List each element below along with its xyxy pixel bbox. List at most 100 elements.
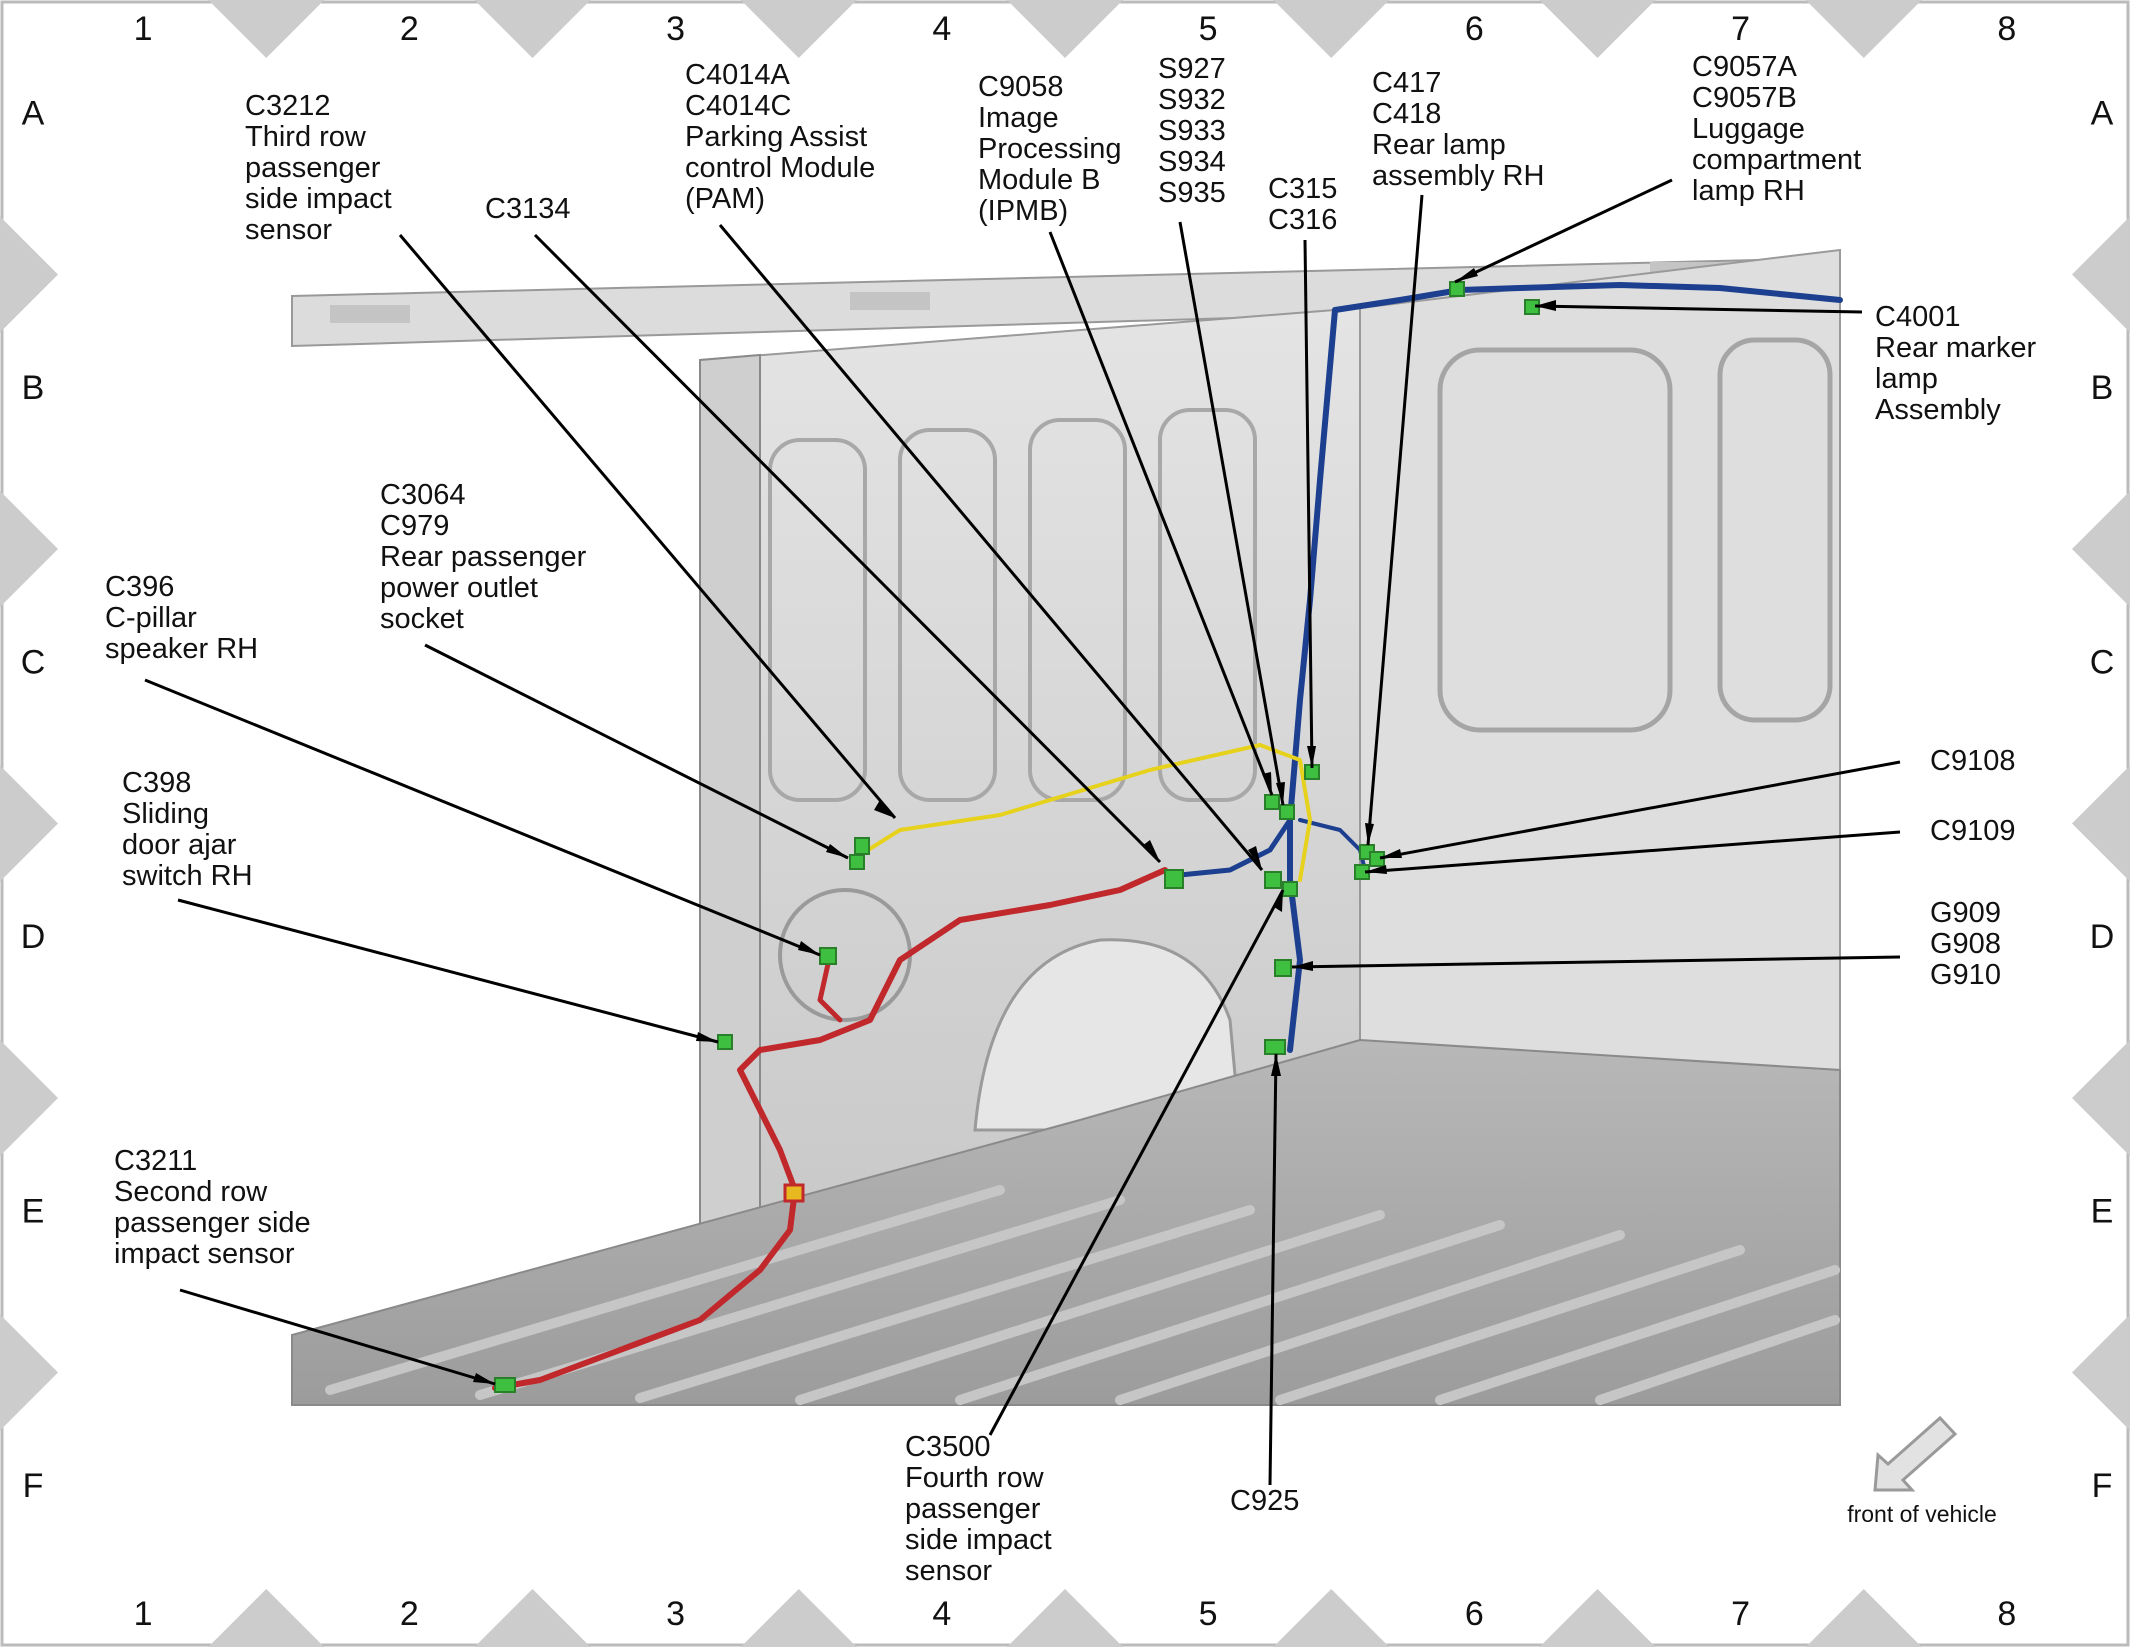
frame-diamond — [0, 765, 58, 882]
callout-line: passenger side — [114, 1207, 311, 1239]
connector-c9058 — [1264, 794, 1280, 810]
callout-line: S933 — [1158, 115, 1226, 147]
leader-c315 — [1303, 239, 1314, 769]
connector-c3500 — [1282, 881, 1298, 897]
harness-red — [817, 952, 843, 1023]
callout-line: C9109 — [1930, 815, 2015, 847]
grid-column-label-bottom: 5 — [1199, 1595, 1218, 1633]
callout-line: S927 — [1158, 53, 1226, 85]
callout-line: passenger — [245, 152, 381, 184]
grid-row-label-right: C — [2090, 643, 2115, 681]
callout-line: compartment — [1692, 144, 1861, 176]
callout-line: control Module — [685, 152, 875, 184]
arrowhead — [1292, 961, 1313, 971]
callout-line: C315 — [1268, 173, 1337, 205]
arrowhead — [1365, 865, 1387, 874]
frame-diamond — [0, 1040, 58, 1156]
grid-row-label-right: A — [2091, 94, 2114, 132]
rear-door-window — [1717, 337, 1833, 723]
wheel-housing — [973, 938, 1242, 1132]
callout-line: Module B — [978, 164, 1101, 196]
grid-column-label-bottom: 2 — [400, 1595, 419, 1633]
callout-line: Sliding — [122, 798, 209, 830]
frame-diamond — [0, 216, 58, 333]
roof-rail-slot — [330, 305, 410, 323]
grid-row-label-left: B — [22, 369, 45, 407]
connector-g909 — [1274, 959, 1292, 977]
frame-diamond — [2072, 216, 2130, 333]
leader-c9109 — [1364, 830, 1901, 874]
leader-c3500 — [988, 889, 1285, 1436]
frame-diamond — [2072, 491, 2130, 607]
callout-line: speaker RH — [105, 633, 258, 665]
connector-c9057 — [1449, 281, 1465, 297]
frame-diamond — [0, 1314, 58, 1431]
leader-c3212 — [398, 234, 897, 819]
arrowhead — [874, 800, 895, 818]
grid-row-label-right: F — [2092, 1467, 2113, 1505]
callout-c9109: C9109 — [1930, 815, 2015, 847]
frame-diamond — [740, 0, 857, 58]
connector-c3064 — [849, 854, 865, 870]
frame-diamond — [1539, 0, 1656, 58]
grid-row-label-left: C — [21, 643, 46, 681]
callout-line: lamp — [1875, 363, 1938, 395]
callout-line: assembly RH — [1372, 160, 1544, 192]
callout-line: G910 — [1930, 959, 2001, 991]
grid-row-label-right: B — [2091, 369, 2114, 407]
callout-line: sensor — [245, 214, 332, 246]
callout-line: C9108 — [1930, 745, 2015, 777]
harness-yellow — [858, 743, 1312, 882]
front-of-vehicle-arrow-icon — [1873, 1415, 1958, 1492]
frame-diamond — [1539, 1589, 1656, 1647]
connector-c925 — [1264, 1039, 1286, 1055]
connectors — [494, 281, 1540, 1393]
callout-c9108: C9108 — [1930, 745, 2015, 777]
callout-line: Processing — [978, 133, 1121, 165]
callout-line: Second row — [114, 1176, 268, 1208]
grid-column-label-top: 5 — [1199, 10, 1218, 48]
connector-c4014 — [1264, 871, 1282, 889]
leader-c3134 — [533, 233, 1162, 864]
frame-diamond — [1273, 0, 1390, 58]
frame-diamond — [2072, 765, 2130, 882]
leader-c9108 — [1379, 760, 1901, 860]
callout-line: C3064 — [380, 479, 465, 511]
grid-row-label-left: D — [21, 918, 46, 956]
callout-line: impact sensor — [114, 1238, 295, 1270]
connector-red-c3211-pillar — [783, 1183, 805, 1203]
callout-line: C316 — [1268, 204, 1337, 236]
grid-column-label-bottom: 1 — [134, 1595, 153, 1633]
callout-line: socket — [380, 603, 464, 635]
callout-line: S935 — [1158, 177, 1226, 209]
harness-red — [492, 867, 1168, 1391]
callout-c3134: C3134 — [485, 193, 570, 225]
callout-line: C417 — [1372, 67, 1441, 99]
callout-line: C396 — [105, 571, 174, 603]
leader-g909 — [1291, 955, 1901, 969]
connector-c3211 — [494, 1377, 516, 1393]
leader-c4014 — [718, 224, 1264, 871]
arrowhead — [1271, 1054, 1281, 1076]
harness-blue — [1177, 817, 1293, 878]
callout-c925: C925 — [1230, 1485, 1299, 1517]
callout-line: Third row — [245, 121, 367, 153]
arrowhead — [1142, 840, 1160, 862]
grid-column-label-bottom: 6 — [1465, 1595, 1484, 1633]
arrowhead — [473, 1373, 495, 1384]
leader-c9057 — [1454, 178, 1673, 284]
grid-row-label-right: D — [2090, 918, 2115, 956]
arrowhead — [798, 941, 820, 955]
frame-diamond — [208, 1589, 325, 1647]
callout-line: C418 — [1372, 98, 1441, 130]
